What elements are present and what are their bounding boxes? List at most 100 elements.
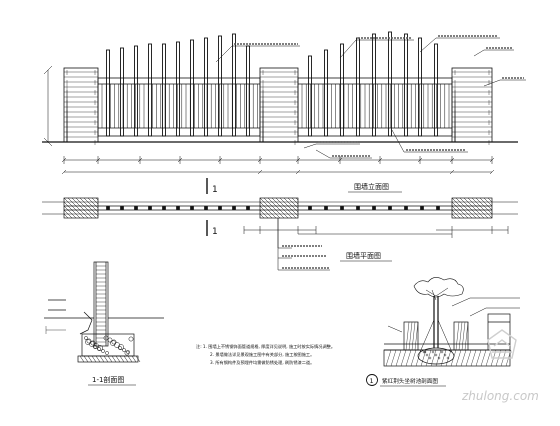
base-hatch bbox=[91, 355, 97, 363]
pit-base-hatch bbox=[445, 349, 452, 367]
base-hatch bbox=[131, 355, 137, 363]
plan-hatch-line bbox=[475, 197, 493, 215]
pit-base-hatch bbox=[400, 349, 407, 367]
plan-post bbox=[436, 206, 440, 210]
plan-post bbox=[218, 206, 222, 210]
fence-post bbox=[372, 33, 376, 137]
plan-hatch-line bbox=[287, 197, 299, 209]
rubble-stone bbox=[114, 342, 120, 348]
dim-tick bbox=[295, 169, 301, 175]
plan-hatch-line bbox=[259, 205, 273, 219]
rubble-stone bbox=[97, 347, 101, 351]
plan-hatch-line bbox=[259, 197, 281, 219]
fence-post bbox=[356, 37, 360, 137]
dim-tick bbox=[489, 169, 495, 175]
plan-post bbox=[120, 206, 124, 210]
plan-hatch-line bbox=[451, 213, 457, 219]
fence-post bbox=[162, 43, 166, 137]
pit-base-hatch bbox=[455, 349, 462, 367]
plan-post bbox=[420, 206, 424, 210]
section-marker-bottom: 1 bbox=[206, 220, 218, 237]
plan-post bbox=[340, 206, 344, 210]
pier-right bbox=[451, 67, 493, 143]
note-line-1: 注: 1. 围墙上不锈钢饰面管道规格, 厚度详见说明, 施工时按实际情况调整。 bbox=[196, 343, 335, 350]
plan-post bbox=[176, 206, 180, 210]
rubble-stone bbox=[107, 337, 113, 343]
rubble-stone bbox=[85, 339, 91, 345]
root-soil bbox=[446, 356, 450, 360]
base-hatch bbox=[79, 355, 85, 363]
svg-text:1: 1 bbox=[212, 227, 218, 237]
plan-post bbox=[388, 206, 392, 210]
pit-base-hatch bbox=[425, 349, 432, 367]
rubble-stone bbox=[86, 338, 92, 344]
pit-base-hatch bbox=[460, 349, 467, 367]
plan-hatch-line bbox=[71, 197, 93, 219]
plan-hatch-line bbox=[451, 209, 461, 219]
pit-base-hatch bbox=[395, 349, 402, 367]
base-hatch bbox=[87, 355, 93, 363]
base-hatch bbox=[135, 355, 141, 363]
plan-post bbox=[134, 206, 138, 210]
section-title: 1-1剖面图 bbox=[92, 375, 124, 384]
plan-post bbox=[190, 206, 194, 210]
plan-hatch-line bbox=[275, 197, 297, 219]
plan-hatch-line bbox=[483, 197, 493, 207]
root-soil bbox=[423, 350, 427, 354]
plan-post bbox=[246, 206, 250, 210]
base-hatch bbox=[83, 355, 89, 363]
plan-post bbox=[324, 206, 328, 210]
plan-hatch-line bbox=[267, 197, 289, 219]
rubble-stone bbox=[84, 336, 88, 340]
rubble-stone bbox=[103, 335, 109, 341]
pit-base-hatch bbox=[430, 349, 437, 367]
root-soil bbox=[443, 353, 447, 357]
plan-dimensions bbox=[243, 218, 509, 271]
detail-title: 紫红荆头坐树池剖面图 bbox=[382, 377, 438, 385]
pier-left bbox=[63, 67, 99, 143]
fence-post bbox=[434, 43, 438, 137]
plan-hatch-line bbox=[259, 213, 265, 219]
fence-post bbox=[246, 45, 250, 137]
rubble-stone bbox=[110, 340, 116, 346]
watermark: zhulong.com bbox=[461, 329, 539, 403]
plan-hatch-line bbox=[75, 197, 97, 219]
fence-post bbox=[134, 45, 138, 137]
plan-hatch-line bbox=[459, 197, 481, 219]
base-hatch bbox=[99, 355, 105, 363]
pit-base-hatch bbox=[410, 349, 417, 367]
root-soil bbox=[437, 356, 441, 360]
wall-plan bbox=[42, 197, 518, 219]
pit-base-hatch bbox=[440, 349, 447, 367]
base-hatch bbox=[111, 355, 117, 363]
pit-base-hatch bbox=[390, 349, 397, 367]
plan-hatch-line bbox=[471, 197, 493, 219]
fence-post bbox=[148, 43, 152, 137]
fence-post bbox=[418, 37, 422, 137]
note-line-3: 3. 所有钢构件及预埋件均需做防锈处理, 刷防锈漆二道。 bbox=[210, 359, 314, 366]
plan-hatch-line bbox=[263, 197, 285, 219]
detail-number: 1 bbox=[370, 377, 374, 385]
detail-title-group: 1 紫红荆头坐树池剖面图 bbox=[366, 374, 446, 387]
base-hatch bbox=[107, 355, 113, 363]
plan-hatch-line bbox=[63, 213, 69, 219]
plan-hatch-line bbox=[479, 197, 493, 211]
fence-post bbox=[218, 35, 222, 137]
curb-hatch bbox=[455, 321, 460, 351]
pit-base-hatch bbox=[385, 349, 392, 367]
plan-hatch-line bbox=[87, 197, 99, 209]
fence-post bbox=[190, 39, 194, 137]
rubble-stone bbox=[118, 346, 122, 350]
section-base bbox=[77, 355, 139, 363]
rubble-stone bbox=[124, 350, 130, 356]
rubble-stone bbox=[118, 344, 124, 350]
pit-curb-right bbox=[453, 321, 469, 351]
rubble-stone bbox=[93, 343, 99, 349]
plan-hatch-line bbox=[463, 197, 485, 219]
fence-post bbox=[204, 37, 208, 137]
plan-hatch-line bbox=[467, 197, 489, 219]
section-pier bbox=[93, 261, 109, 347]
fence-post bbox=[324, 49, 328, 137]
root-soil bbox=[428, 356, 432, 360]
plan-hatch-line bbox=[455, 197, 477, 219]
